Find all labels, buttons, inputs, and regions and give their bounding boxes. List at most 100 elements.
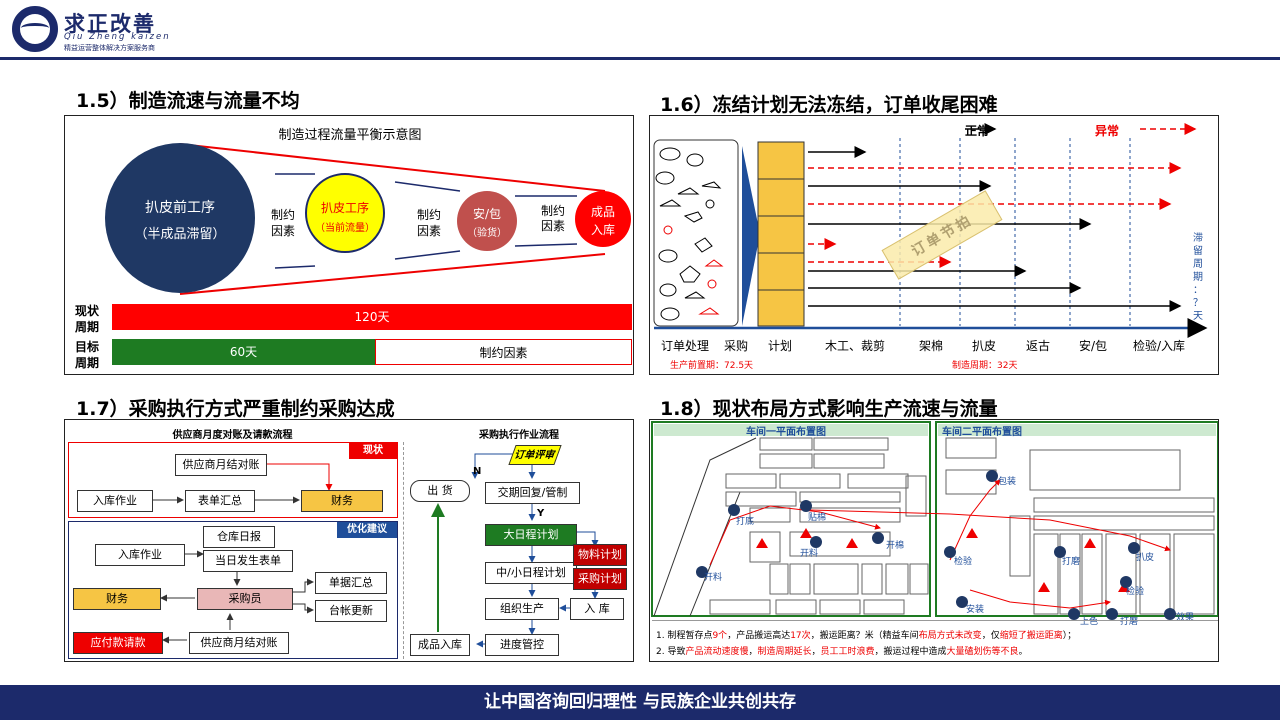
current-cycle-label-a: 现状 [75, 304, 100, 318]
instock-node: 入库作业 [77, 490, 153, 512]
shipment-node: 出 货 [410, 480, 470, 502]
step-label: 安装 [966, 605, 985, 615]
opt-instock-node: 入库作业 [95, 544, 185, 566]
peeling-note: （当前流量） [315, 223, 375, 234]
footer-banner: 让中国咨询回归理性 与民族企业共创共存 [0, 685, 1280, 720]
pre-process-label: 扒皮前工序 [145, 200, 215, 216]
stage-label: 检验/入库 [1132, 339, 1186, 353]
brand-english: Qiu Zheng kaizen [64, 32, 171, 42]
peeling-label: 扒皮工序 [320, 201, 369, 215]
form-summary-node: 表单汇总 [185, 490, 255, 512]
assembly-note: （验货） [467, 228, 507, 239]
decision-no: N [473, 466, 482, 477]
current-tag: 现状 [349, 443, 397, 459]
target-constraint-bar: 制约因素 [375, 339, 632, 365]
opt-finance-node: 财务 [73, 588, 161, 610]
step-label: 上色 [1080, 617, 1099, 627]
daily-form-node: 当日发生表单 [203, 550, 293, 572]
constraint-label-2b: 因素 [416, 224, 441, 238]
current-cycle-bar: 120天 [112, 304, 632, 330]
stage-label: 订单处理 [660, 339, 709, 353]
notes-divider [652, 620, 1218, 621]
stage-label: 安/包 [1078, 339, 1108, 353]
warehouse-daily-node: 仓库日报 [203, 526, 275, 548]
brand-name: 求正改善 [64, 12, 156, 36]
organize-production-node: 组织生产 [485, 598, 559, 620]
right-flow-title: 采购执行作业流程 [479, 430, 559, 441]
frozen-plan-panel: 正常 异常 滞留周期：？天 订单节拍 订单处理 采购 计划 木工、裁剪 架棉 扒… [649, 115, 1219, 375]
constraint-label-3b: 因素 [540, 219, 565, 233]
hold-cycle-label: 滞留周期：？天 [1193, 233, 1203, 322]
panel-divider [403, 442, 404, 659]
layout-panel: 车间一平面布置图 车间二平面布置图 开料 打底 开料 开棉 贴棉 检验 扒皮 安… [649, 419, 1219, 662]
pre-process-note: （半成品滞留） [134, 227, 226, 242]
plan-1-title: 车间一平面布置图 [746, 427, 826, 438]
finished-goods-label-b: 入库 [590, 223, 615, 237]
manufacturing-cycle-note: 制造周期：32天 [952, 361, 1018, 371]
procurement-arrows [153, 453, 599, 648]
warehouse-in-node: 入 库 [570, 598, 624, 620]
funnel-lines [179, 143, 606, 295]
page-header: 求正改善 Qiu Zheng kaizen 精益运营整体解决方案服务商 [0, 0, 1280, 62]
step-label: 打底 [736, 517, 755, 527]
buyer-node: 采购员 [197, 588, 293, 610]
lead-time-note: 生产前置期：72.5天 [670, 361, 754, 371]
stage-label: 扒皮 [971, 339, 996, 353]
delivery-reply-node: 交期回复/管制 [485, 482, 580, 504]
order-review-node: 订单评审 [508, 445, 562, 465]
assembly-circle: 安/包 （验货） [457, 191, 517, 251]
stage-label: 采购 [723, 339, 748, 353]
material-plan-node: 物料计划 [573, 544, 627, 566]
chart-title: 制造过程流量平衡示意图 [278, 128, 422, 143]
step-label: 包装 [998, 477, 1017, 487]
flow-balance-panel: 制造过程流量平衡示意图 扒皮前工序 （半成品滞留） 制约 因素 扒皮工序 （当前… [64, 115, 634, 375]
finished-goods-label-a: 成品 [590, 205, 615, 219]
docs-summary-node: 单据汇总 [315, 572, 387, 594]
layout-note-1: 1. 制程暂存点9个，产品搬运高达17次，搬运距离？米（精益车间布局方式未改变，… [656, 631, 1077, 641]
step-label: 扒皮 [1136, 553, 1155, 563]
abnormal-legend: 异常 [1095, 124, 1120, 138]
step-label: 检验 [1126, 587, 1145, 597]
constraint-label-1a: 制约 [270, 208, 295, 222]
optimized-tag: 优化建议 [337, 522, 397, 538]
normal-legend: 正常 [965, 124, 990, 138]
section-title-1-6: 1.6）冻结计划无法冻结，订单收尾困难 [660, 94, 998, 116]
procurement-panel: 供应商月度对账及请款流程 采购执行作业流程 现状 优化建议 供应商月 [64, 419, 634, 662]
header-divider [0, 57, 1280, 60]
step-label: 开料 [704, 573, 723, 583]
master-plan-node: 大日程计划 [485, 524, 577, 546]
step-label: 效果 [1176, 613, 1195, 623]
payable-request-node: 应付款请款 [73, 632, 163, 654]
peeling-circle: 扒皮工序 （当前流量） [305, 173, 385, 253]
left-flow-title: 供应商月度对账及请款流程 [172, 430, 293, 441]
section-title-1-5: 1.5）制造流速与流量不均 [76, 90, 300, 112]
target-cycle-label-a: 目标 [75, 340, 100, 354]
brand-subtitle: 精益运营整体解决方案服务商 [64, 44, 155, 52]
current-state-box [68, 442, 398, 518]
progress-control-node: 进度管控 [485, 634, 559, 656]
purchase-plan-node: 采购计划 [573, 568, 627, 590]
pre-process-circle: 扒皮前工序 （半成品滞留） [105, 143, 255, 293]
supplier-reconcile-node: 供应商月结对账 [175, 454, 267, 476]
target-cycle-label-b: 周期 [75, 356, 100, 370]
logo-icon [12, 6, 58, 52]
finished-in-node: 成品入库 [410, 634, 470, 656]
section-title-1-8: 1.8）现状布局方式影响生产流速与流量 [660, 398, 998, 420]
finance-node: 财务 [301, 490, 383, 512]
frozen-plan-diagram [653, 123, 1208, 338]
step-label: 贴棉 [808, 513, 827, 523]
finished-goods-circle: 成品 入库 [575, 191, 631, 247]
step-label: 打磨 [1062, 557, 1081, 567]
stage-label: 木工、裁剪 [824, 339, 885, 353]
constraint-label-2a: 制约 [416, 208, 441, 222]
stage-label: 架棉 [918, 339, 943, 353]
layout-note-2: 2. 导致产品流动速度慢，制造周期延长，员工工时浪费，搬运过程中造成大量磕划伤等… [656, 647, 1028, 657]
step-label: 检验 [954, 557, 973, 567]
stage-label: 计划 [767, 339, 792, 353]
current-cycle-label-b: 周期 [75, 320, 100, 334]
constraint-label-3a: 制约 [540, 204, 565, 218]
ledger-update-node: 台帐更新 [315, 600, 387, 622]
assembly-label: 安/包 [472, 207, 502, 221]
target-cycle-bar: 60天 [112, 339, 375, 365]
section-title-1-7: 1.7）采购执行方式严重制约采购达成 [76, 398, 395, 420]
